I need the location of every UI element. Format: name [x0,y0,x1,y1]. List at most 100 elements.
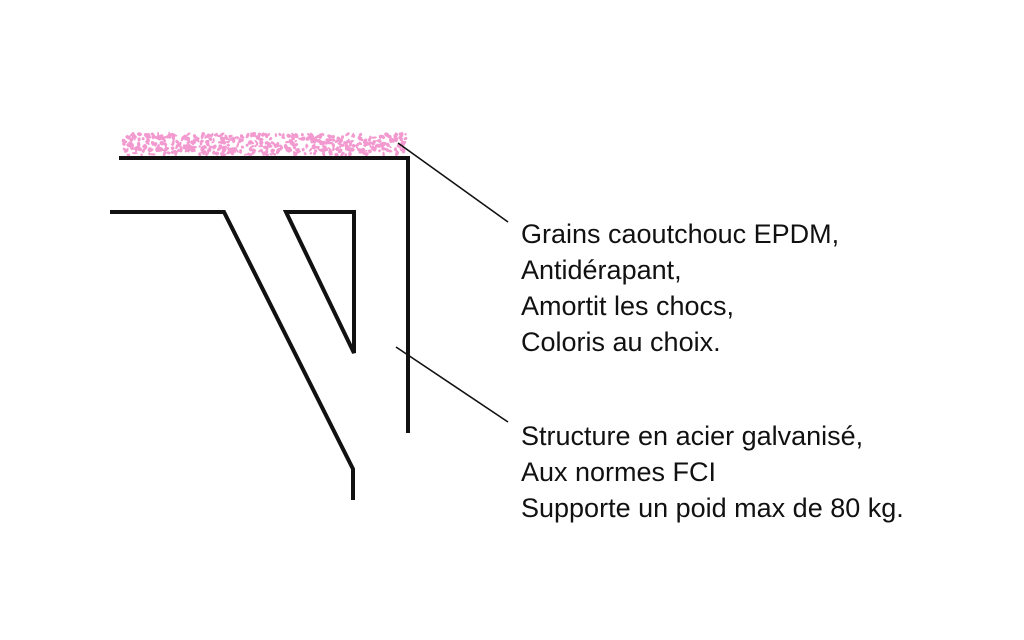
rubber-grain [400,140,404,146]
rubber-grain [389,136,392,142]
rubber-grain [291,136,295,141]
rubber-grain [221,153,227,157]
rubber-grain [175,139,180,145]
rubber-grain [192,134,197,140]
rubber-grain [163,151,167,155]
rubber-grain [159,140,164,146]
rubber-grain [398,136,403,140]
rubber-grain [404,133,407,136]
rubber-grain [208,145,213,149]
rubber-grain [378,134,382,139]
rubber-grain [309,137,314,141]
rubber-grain [265,153,269,157]
rubber-grain [403,137,408,141]
rubber-grain [141,137,145,141]
rubber-grain [267,132,270,137]
leader-line-structure [395,346,509,423]
rubber-grain [219,137,224,141]
rubber-grain [356,142,360,147]
rubber-grain [337,137,342,142]
rubber-grain [267,143,272,148]
rubber-grain [301,147,305,152]
rubber-grain [195,136,200,140]
rubber-grain [249,141,255,145]
rubber-grain [165,148,168,152]
rubber-grain [261,132,265,137]
rubber-grain [331,143,336,148]
leader-line-rubber [397,142,509,223]
rubber-grain [265,149,269,154]
rubber-grain [372,139,377,143]
rubber-grain [137,143,140,146]
rubber-grain [150,153,156,156]
rubber-grain [132,134,137,139]
rubber-grain [124,149,129,153]
rubber-grain [205,139,210,144]
rubber-grain [287,148,293,153]
rubber-grain [385,142,390,147]
rubber-grain [202,151,207,155]
rubber-grain [197,139,200,143]
rubber-grain [386,149,392,153]
rubber-grain [190,149,194,153]
rubber-grain [349,147,355,152]
rubber-grain [200,133,204,140]
rubber-grain [210,132,214,138]
leader-lines [395,142,509,423]
rubber-grain [327,141,334,145]
rubber-grain [164,144,167,149]
rubber-grain [314,149,318,153]
rubber-grain [241,136,245,139]
rubber-grain [305,137,310,141]
rubber-grain [371,136,377,139]
rubber-grain [274,133,277,138]
rubber-grain [122,142,126,146]
rubber-grain [286,133,292,138]
rubber-grain [340,143,345,147]
rubber-grain [153,142,158,147]
rubber-grain [375,139,382,142]
rubber-grain [332,146,335,151]
rubber-grain [364,149,368,152]
rubber-grain [378,149,381,153]
rubber-grain [371,143,375,146]
rubber-grain [246,132,250,136]
rubber-grain [129,137,134,142]
rubber-callout-line: Coloris au choix. [521,327,721,357]
rubber-grain [211,141,215,144]
rubber-grain [226,138,232,141]
rubber-grain [255,134,261,140]
rubber-grain [372,147,377,152]
rubber-grain [313,151,317,156]
rubber-grain [321,132,325,136]
rubber-grain [365,152,369,156]
rubber-grain [130,144,134,151]
rubber-grain [337,148,343,154]
rubber-grain [358,148,363,154]
rubber-grain [145,135,151,138]
rubber-grain [325,141,329,145]
rubber-grain [264,145,269,150]
rubber-grain [358,134,362,137]
rubber-grain [264,141,269,145]
rubber-grain [248,147,253,152]
rubber-grain [350,139,353,144]
rubber-grain [352,144,356,148]
rubber-grain [289,139,294,145]
rubber-grain [316,139,321,143]
rubber-grain [259,148,264,153]
rubber-grain [252,148,257,153]
rubber-grain [323,146,329,152]
rubber-grain [292,151,296,155]
rubber-grain [224,145,228,149]
rubber-grain [294,133,299,139]
steel-profile [110,156,410,500]
rubber-grain [389,146,392,149]
rubber-grain [344,143,348,147]
rubber-grain [198,152,202,157]
rubber-grain [348,151,352,157]
rubber-grain [338,145,342,148]
rubber-grain [284,140,291,144]
rubber-grain [260,144,263,148]
